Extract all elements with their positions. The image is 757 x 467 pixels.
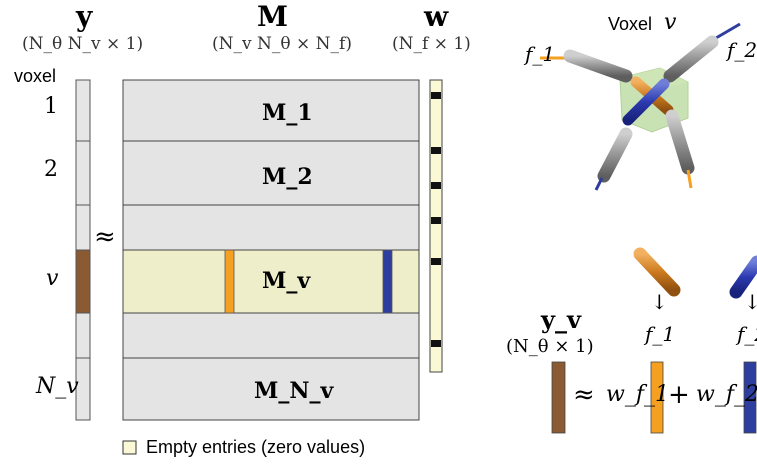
mv-block <box>122 249 420 314</box>
f2-bar <box>743 361 757 434</box>
approx-symbol: ≈ <box>94 222 116 252</box>
y-title: y <box>76 0 93 33</box>
legend-text: Empty entries (zero values) <box>146 437 366 457</box>
y-voxel-segment <box>75 249 91 314</box>
row-label-2: 2 <box>44 157 58 182</box>
equation-approx: ≈ <box>573 380 595 410</box>
f1-label-mid: f_1 <box>645 322 676 346</box>
m-dimension: (N_v N_θ × N_f) <box>212 34 352 54</box>
f1-cylinder <box>633 247 681 297</box>
voxel-word-label: voxel <box>14 66 57 86</box>
mv-orange-column <box>224 249 235 314</box>
f2-label-top: f_2 <box>727 38 757 62</box>
f1-arrow: ↓ <box>651 290 668 314</box>
equation-w-f2: w_f_2 <box>696 382 757 407</box>
equation-w-f1: w_f_1 <box>606 382 669 407</box>
voxel-label: Voxel <box>608 14 653 34</box>
y-vector <box>75 79 91 421</box>
m-matrix <box>122 79 420 421</box>
voxel-illustration <box>540 22 741 191</box>
block-mv-label: M_v <box>262 268 311 294</box>
yv-label: y_v <box>541 305 581 334</box>
block-m1-label: M_1 <box>262 100 313 126</box>
f2-label-mid: f_2 <box>737 322 757 346</box>
y-dimension: (N_θ N_v × 1) <box>22 34 144 54</box>
f2-cylinder <box>729 255 757 299</box>
f1-label-top: f_1 <box>525 42 556 66</box>
m-title: M <box>257 0 288 33</box>
w-title: w <box>424 0 449 33</box>
block-mnv-label: M_N_v <box>254 378 334 404</box>
yv-bar <box>551 361 566 434</box>
f2-arrow: ↓ <box>744 290 757 314</box>
f1-bar <box>650 361 664 434</box>
yv-dimension: (N_θ × 1) <box>506 336 594 357</box>
w-vector <box>429 79 443 373</box>
row-label-1: 1 <box>44 94 58 119</box>
legend-swatch <box>122 440 137 455</box>
mv-blue-column <box>382 249 393 314</box>
row-label-v: v <box>46 266 59 291</box>
voxel-symbol: v <box>664 10 677 35</box>
w-dimension: (N_f × 1) <box>392 34 471 54</box>
block-m2-label: M_2 <box>262 164 313 190</box>
equation-plus: + <box>668 380 690 410</box>
row-label-nv: N_v <box>36 374 79 399</box>
